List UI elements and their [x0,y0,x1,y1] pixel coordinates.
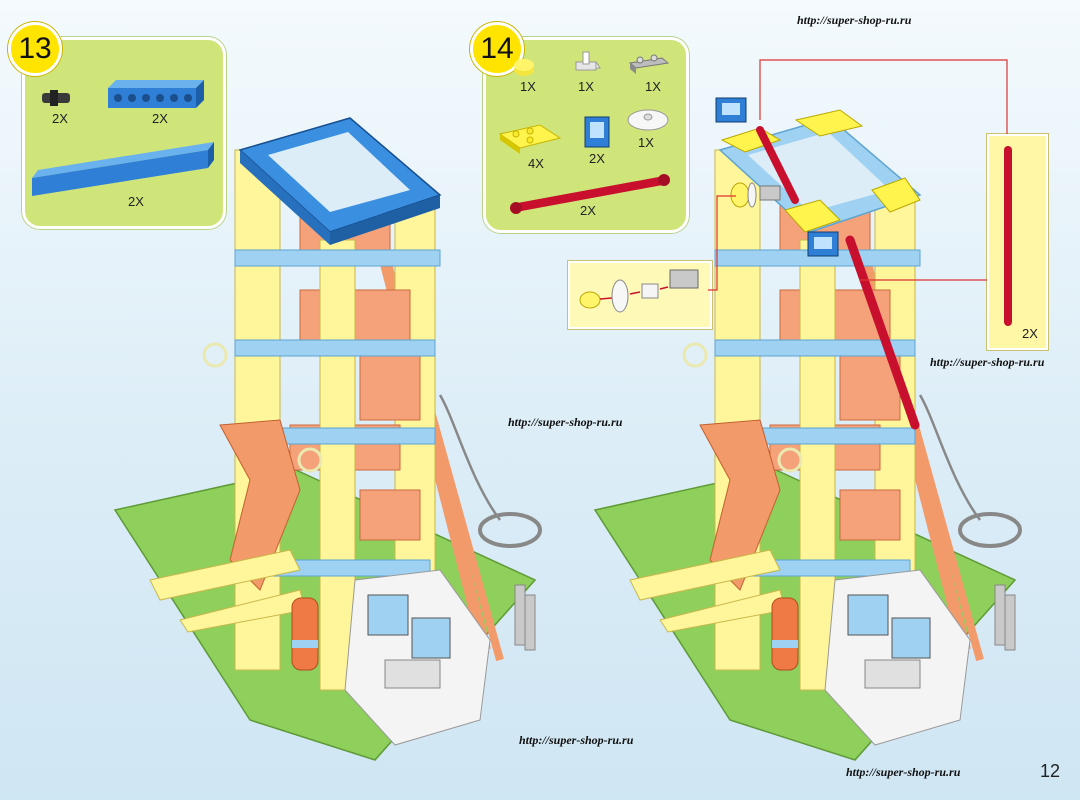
subassembly-parts-icon [579,269,699,313]
round-plate-yellow-icon [514,59,534,76]
step-14-qty-window-frame: 2X [589,151,605,166]
step-14-qty-red-bar: 2X [580,203,596,218]
clip-plate-white-icon [575,51,601,71]
step-14-number: 14 [480,32,514,65]
step-14-qty-gray-plate: 1X [645,79,661,94]
watermark-url-bottom: http://super-shop-ru.ru [519,733,634,747]
bar-red-icon [510,174,670,214]
step-13-qty-short-beam: 2X [152,111,168,126]
plate-gray-icon [628,54,670,74]
step-13-number: 13 [18,32,52,65]
step-13-badge: 13 [8,22,62,76]
step-13-qty-long-beam: 2X [128,194,144,209]
dish-white-icon [627,109,669,131]
step-14-qty-round-plate: 1X [520,79,536,94]
step-13-qty-axle: 2X [52,111,68,126]
red-bar-callout [987,134,1048,350]
step-14-model [593,97,1022,761]
step-14-qty-dish: 1X [638,135,654,150]
step-13-model [113,117,542,761]
watermark-url-footer: http://super-shop-ru.ru [846,765,961,779]
watermark-url-middle: http://super-shop-ru.ru [508,415,623,429]
watermark-url-top: http://super-shop-ru.ru [797,13,912,27]
step-14-qty-wedge-plate: 4X [528,156,544,171]
wedge-plate-yellow-icon [498,124,562,154]
window-frame-blue-icon [584,116,610,148]
technic-beam-blue-short-icon [108,80,204,108]
step-13-parts-panel [22,37,226,229]
axle-pin-icon [42,90,70,106]
watermark-url-right: http://super-shop-ru.ru [930,355,1045,369]
step-14-qty-clip-plate: 1X [578,79,594,94]
step-14-badge: 14 [470,22,524,76]
pointer-lines [708,59,1008,291]
page-number: 12 [1039,761,1060,781]
technic-beam-blue-long-icon [32,142,214,196]
red-bar-callout-qty: 2X [1022,326,1038,341]
